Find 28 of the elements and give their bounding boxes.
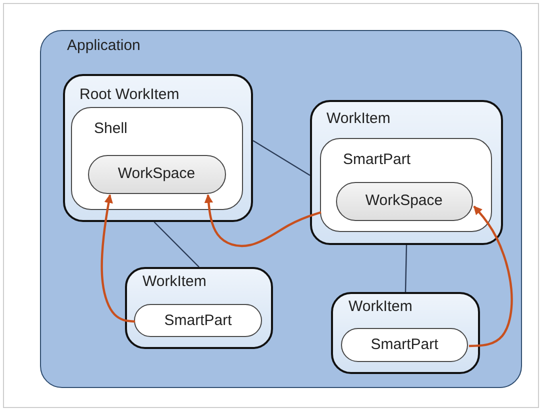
- container-box: [71, 107, 243, 210]
- workitem-box: [330, 292, 480, 374]
- node-label: WorkSpace: [365, 192, 443, 210]
- node-heading: SmartPart: [343, 151, 411, 169]
- node-heading: WorkItem: [142, 272, 206, 290]
- smartpart-pill: [134, 304, 262, 337]
- node-label: SmartPart: [370, 336, 438, 354]
- arrow: [204, 194, 322, 248]
- node-heading: WorkItem: [326, 110, 390, 128]
- node-heading: Application: [67, 37, 140, 55]
- workitem-box: [62, 74, 252, 222]
- application-panel: [40, 30, 522, 388]
- connector-line: [154, 222, 200, 268]
- node-label: SmartPart: [164, 312, 232, 330]
- node-heading: Shell: [94, 120, 128, 138]
- workitem-box: [124, 266, 272, 348]
- arrow: [468, 206, 513, 348]
- container-box: [320, 138, 492, 232]
- connector-line: [252, 140, 310, 176]
- workspace-pill: [88, 154, 226, 194]
- node-label: WorkSpace: [118, 165, 196, 183]
- node-heading: WorkItem: [348, 298, 412, 316]
- node-heading: Root WorkItem: [80, 86, 180, 104]
- workitem-box: [310, 100, 502, 244]
- connector-line: [404, 244, 408, 292]
- arrow: [100, 194, 136, 323]
- workspace-pill: [336, 182, 472, 220]
- smartpart-pill: [341, 328, 468, 362]
